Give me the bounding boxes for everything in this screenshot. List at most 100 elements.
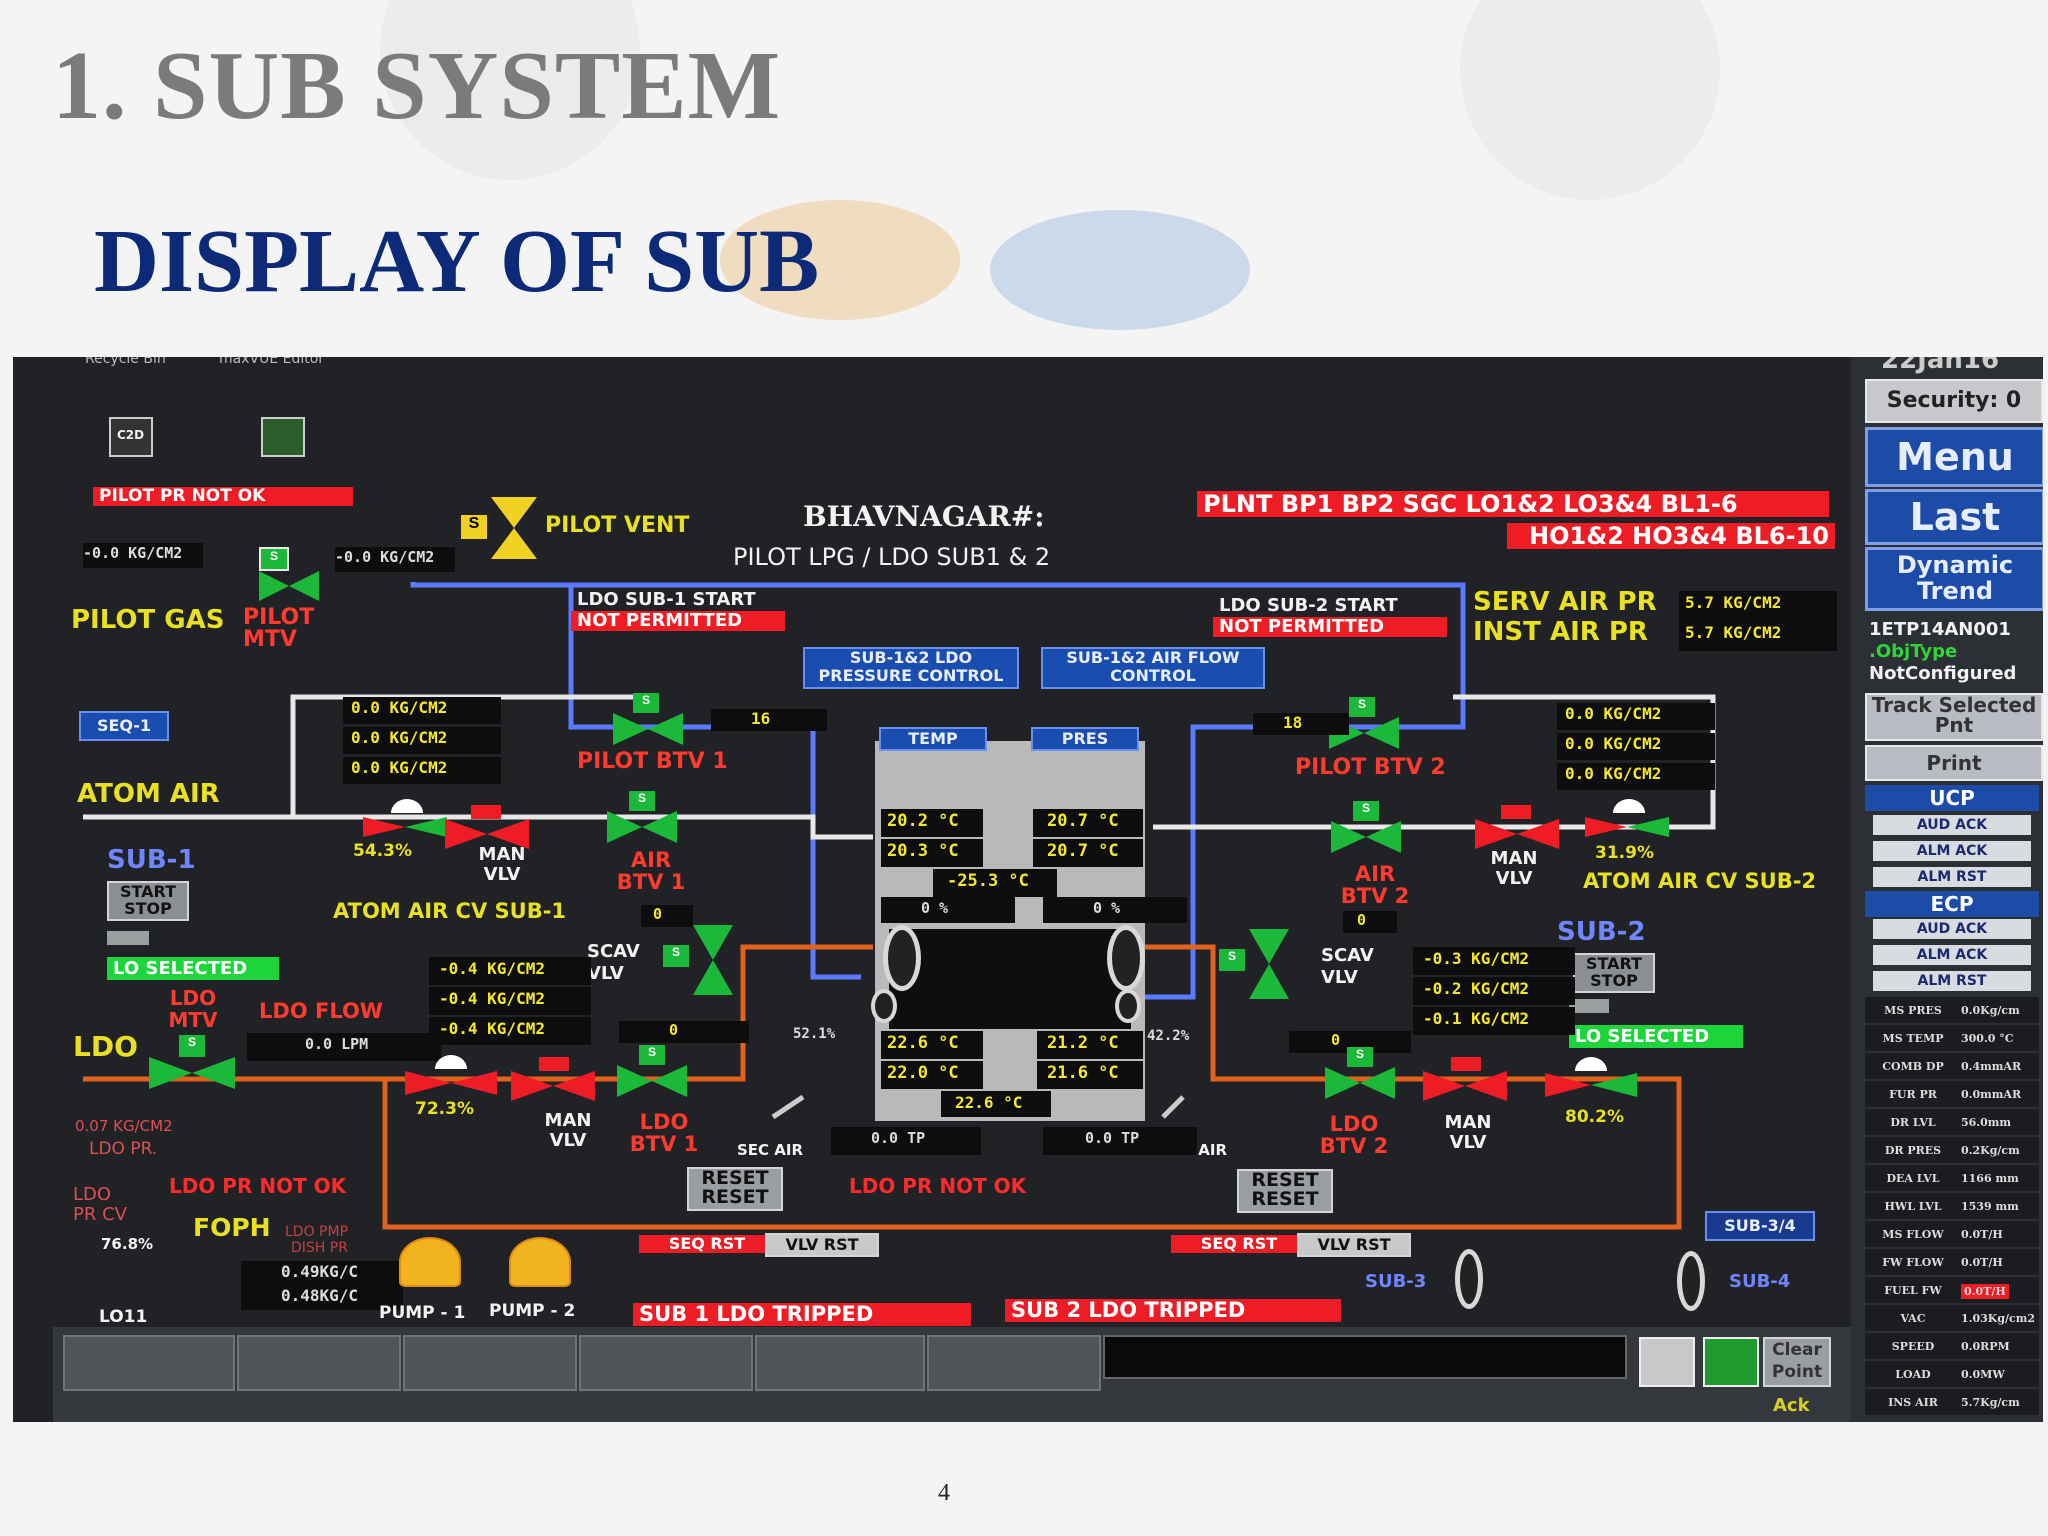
atom-air-cv-sub2-label: ATOM AIR CV SUB-2: [1583, 869, 1817, 893]
toolbar-button-3[interactable]: [403, 1335, 577, 1391]
man-vlv-4-valve[interactable]: [1423, 1057, 1507, 1106]
pilot-mtv-valve[interactable]: S: [259, 547, 319, 606]
maxvue-editor-label[interactable]: maxVUE Editor: [219, 357, 325, 367]
parameter-label: DR PRES: [1884, 1144, 1942, 1157]
plant-subtitle: PILOT LPG / LDO SUB1 & 2: [733, 543, 1051, 571]
parameter-row: MS PRES 0.0Kg/cm: [1865, 997, 2039, 1023]
plant-status-banner-2: HO1&2 HO3&4 BL6-10: [1507, 523, 1835, 549]
temp-bot-2: 22.0 °C: [881, 1061, 983, 1089]
atom-air-cv-sub1-label: ATOM AIR CV SUB-1: [333, 899, 567, 923]
man-vlv-1-valve[interactable]: [445, 805, 529, 854]
ecp-alm-ack-button[interactable]: ALM ACK: [1873, 945, 2031, 965]
ucp-header: UCP: [1865, 785, 2039, 811]
tp-value-1: 0.0 TP: [831, 1127, 981, 1155]
pressure-control-button[interactable]: SUB-1&2 LDO PRESSURE CONTROL: [803, 647, 1019, 689]
sub2-pr-2: -0.2 KG/CM2: [1413, 977, 1575, 1005]
pilot-vent-valve[interactable]: S: [461, 497, 538, 559]
left-pr-3: 0.0 KG/CM2: [343, 757, 501, 784]
ldo-mtv-label: LDO MTV: [168, 986, 218, 1032]
ecp-alm-rst-button[interactable]: ALM RST: [1873, 971, 2031, 991]
slide-title: 1. SUB SYSTEM: [52, 32, 782, 140]
seq-rst-button-2[interactable]: SEQ RST: [1171, 1235, 1307, 1253]
print-button[interactable]: Print: [1865, 745, 2043, 781]
sub1-label: SUB-1: [107, 845, 196, 875]
ldo-btv1-value: 0: [619, 1021, 749, 1043]
toolbar-button-6[interactable]: [927, 1335, 1101, 1391]
pilot-pr-not-ok-alarm: PILOT PR NOT OK: [93, 487, 353, 506]
vlv-rst-button-1[interactable]: VLV RST: [765, 1233, 879, 1257]
ack-button[interactable]: Ack: [1773, 1395, 1810, 1416]
parameter-value: 1166 mm: [1961, 1172, 2019, 1185]
menu-button[interactable]: Menu: [1865, 427, 2043, 487]
sub34-button[interactable]: SUB-3/4: [1705, 1211, 1815, 1241]
alarm-tool-icon[interactable]: [1639, 1337, 1695, 1387]
ldo-btv2-valve[interactable]: S: [1325, 1047, 1395, 1104]
toolbar-button-1[interactable]: [63, 1335, 235, 1391]
ucp-alm-ack-button[interactable]: ALM ACK: [1873, 841, 2031, 861]
parameter-label: HWL LVL: [1884, 1200, 1942, 1213]
parameter-value: 0.0Kg/cm: [1961, 1004, 2020, 1017]
man-vlv-2-valve[interactable]: [1475, 805, 1559, 854]
ldo-cv2-valve[interactable]: [1545, 1057, 1655, 1102]
sub1-start-label: START: [119, 882, 177, 901]
ldo-mtv-valve[interactable]: S: [149, 1035, 235, 1094]
scav-vlv-1-valve[interactable]: S: [663, 925, 734, 1000]
lo11-label: LO11: [99, 1307, 148, 1327]
dynamic-trend-button[interactable]: Dynamic Trend: [1865, 547, 2043, 611]
toolbar-button-4[interactable]: [579, 1335, 753, 1391]
pilot-btv2-value: 18: [1253, 713, 1349, 735]
seq1-button[interactable]: SEQ-1: [79, 711, 169, 741]
pct-left: 0 %: [881, 897, 1015, 923]
toolbar-button-2[interactable]: [237, 1335, 401, 1391]
atom-air-cv-sub1-valve[interactable]: [353, 799, 473, 844]
vlv-rst-button-2[interactable]: VLV RST: [1297, 1233, 1411, 1257]
ldo-btv1-valve[interactable]: S: [617, 1045, 687, 1102]
right-pr-2: 0.0 KG/CM2: [1557, 733, 1715, 760]
recycle-bin-label[interactable]: Recycle Bin: [85, 357, 166, 367]
burner-body: [889, 929, 1131, 1029]
reset-button-2[interactable]: RESET RESET: [1237, 1169, 1333, 1213]
trend-tool-icon[interactable]: [1703, 1337, 1759, 1387]
atom-air-cv-sub2-valve[interactable]: [1575, 799, 1695, 844]
right-pr-1: 0.0 KG/CM2: [1557, 703, 1715, 730]
parameter-label: MS PRES: [1884, 1004, 1942, 1017]
seq-rst-button-1[interactable]: SEQ RST: [639, 1235, 775, 1253]
side-panel: 22Jan16 Security: 0 Menu Last Dynamic Tr…: [1851, 357, 2043, 1422]
parameter-value: 0.0T/H: [1961, 1256, 2003, 1269]
air-btv1-valve[interactable]: S: [607, 791, 677, 848]
man-vlv-3-label: MAN VLV: [544, 1110, 592, 1151]
ucp-aud-ack-button[interactable]: AUD ACK: [1873, 815, 2031, 835]
c2d-icon[interactable]: C2D: [109, 417, 153, 457]
track-selected-button[interactable]: Track Selected Pnt: [1865, 693, 2043, 741]
editor-icon[interactable]: [261, 417, 305, 457]
ldo-cv1-valve[interactable]: [405, 1055, 515, 1100]
air-btv2-value: 0: [1343, 911, 1397, 933]
toolbar-button-5[interactable]: [755, 1335, 925, 1391]
sub2-start-stop-button[interactable]: START STOP: [1573, 953, 1655, 993]
ecp-aud-ack-button[interactable]: AUD ACK: [1873, 919, 2031, 939]
pilot-gas-label: PILOT GAS: [71, 605, 225, 635]
air-btv2-valve[interactable]: S: [1331, 801, 1401, 858]
scav-vlv-1-label: SCAV VLV: [587, 941, 640, 984]
parameter-label: FUEL FW: [1884, 1284, 1942, 1297]
reset-button-1[interactable]: RESET RESET: [687, 1167, 783, 1211]
air-flow-control-button[interactable]: SUB-1&2 AIR FLOW CONTROL: [1041, 647, 1265, 689]
sub3-label: SUB-3: [1365, 1271, 1427, 1292]
parameter-value: 1.03Kg/cm2: [1961, 1312, 2036, 1325]
parameter-value: 0.0RPM: [1961, 1340, 2010, 1353]
sub1-start-stop-button[interactable]: START STOP: [107, 881, 189, 921]
pump2-icon[interactable]: [509, 1237, 571, 1287]
scav-vlv-2-valve[interactable]: S: [1219, 929, 1290, 1004]
pump1-icon[interactable]: [399, 1237, 461, 1287]
sub1-pr-1: -0.4 KG/CM2: [429, 957, 591, 985]
sub2-start-label: START: [1585, 954, 1643, 973]
last-button[interactable]: Last: [1865, 489, 2043, 545]
pilot-btv1-valve[interactable]: S: [613, 693, 683, 750]
sub2-pr-3: -0.1 KG/CM2: [1413, 1007, 1575, 1035]
man-vlv-3-valve[interactable]: [511, 1057, 595, 1106]
clear-point-button[interactable]: Clear Point: [1763, 1337, 1831, 1387]
pilot-gas-pr-value: -0.0 KG/CM2: [83, 543, 203, 568]
ucp-alm-rst-button[interactable]: ALM RST: [1873, 867, 2031, 887]
parameter-value: 0.0mmAR: [1961, 1088, 2022, 1101]
